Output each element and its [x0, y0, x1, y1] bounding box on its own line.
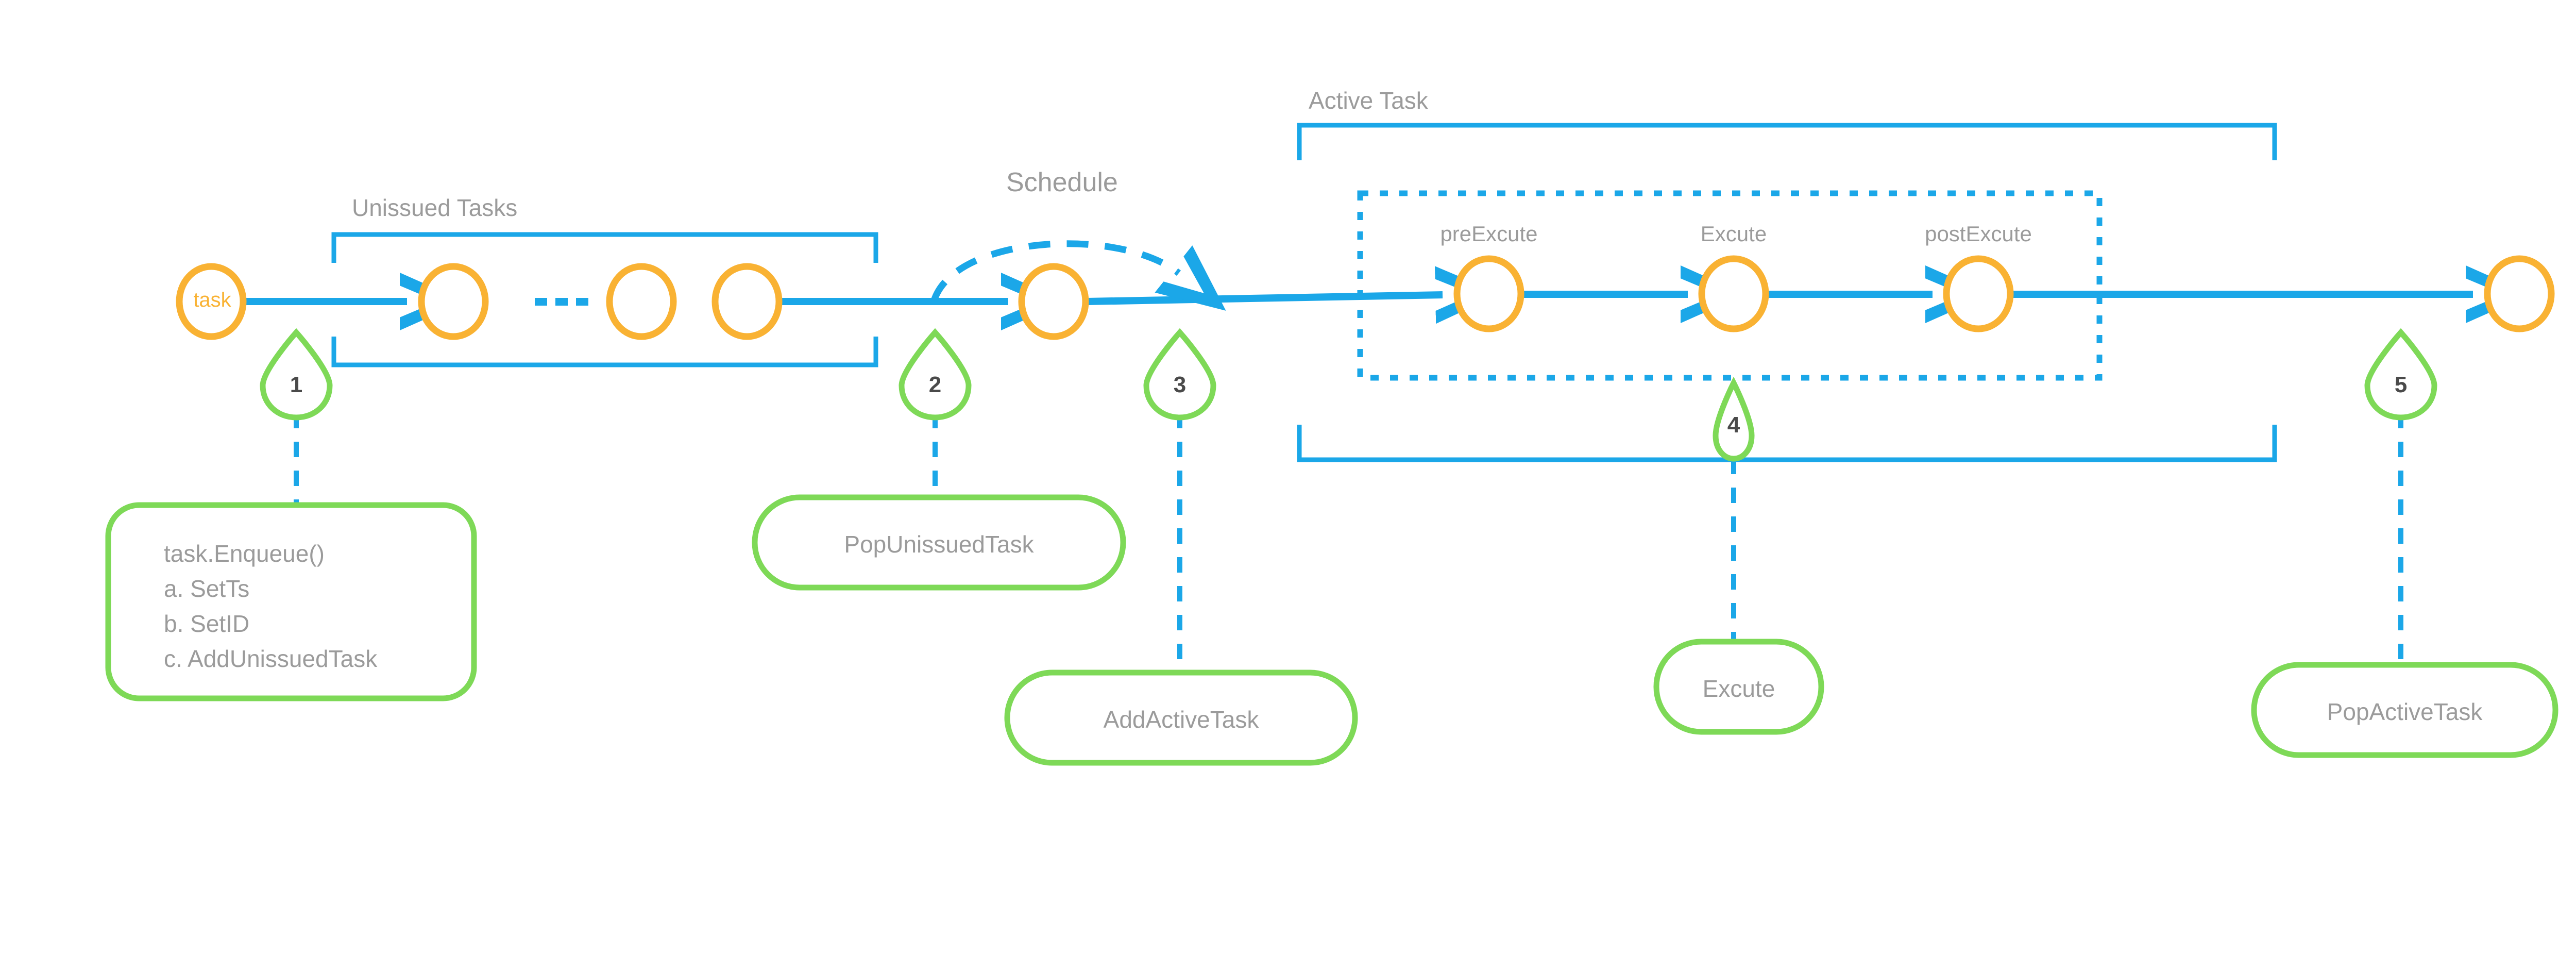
step-markers	[260, 328, 2437, 675]
callout-box-pop-active[interactable]	[2251, 662, 2558, 758]
callout-text-enqueue-line-3: c. AddUnissuedTask	[164, 645, 378, 672]
label-unissued-tasks: Unissued Tasks	[352, 194, 518, 221]
flow-schedule-to-preexcute	[1087, 266, 1500, 324]
marker-number-2: 2	[928, 372, 942, 397]
callout-text-enqueue-line-2: b. SetID	[164, 610, 250, 637]
marker-pin-3[interactable]	[1143, 328, 1216, 421]
node-task[interactable]	[176, 263, 247, 340]
node-label-pre-excute: preExcute	[1440, 222, 1538, 246]
marker-number-1: 1	[290, 372, 303, 397]
callout-boxes	[105, 494, 2558, 766]
node-unissued-1[interactable]	[418, 263, 489, 340]
node-pre-excute[interactable]	[1453, 255, 1524, 332]
marker-pin-5[interactable]	[2364, 328, 2437, 421]
unissued-tasks-bracket	[331, 232, 878, 367]
callout-box-enqueue[interactable]	[105, 502, 477, 701]
node-label-excute: Excute	[1700, 222, 1767, 246]
marker-pin-2[interactable]	[899, 328, 972, 421]
marker-number-3: 3	[1173, 372, 1187, 397]
node-excute[interactable]	[1698, 255, 1769, 332]
excute-phase-box	[1357, 190, 2103, 381]
node-done[interactable]	[2484, 255, 2555, 332]
callout-text-excute: Excute	[1702, 675, 1775, 702]
label-schedule: Schedule	[1006, 168, 1118, 197]
callout-text-pop-active: PopActiveTask	[2327, 698, 2483, 725]
active-task-bracket	[1297, 123, 2277, 462]
callout-text-enqueue-line-0: task.Enqueue()	[164, 540, 325, 567]
callout-text-pop-unissued: PopUnissuedTask	[844, 531, 1034, 558]
node-unissued-2[interactable]	[606, 263, 677, 340]
callout-text-enqueue-line-1: a. SetTs	[164, 575, 250, 602]
node-label-post-excute: postExcute	[1925, 222, 2032, 246]
marker-pin-4[interactable]	[1713, 376, 1755, 462]
flow-connectors	[246, 265, 2531, 330]
label-active-task: Active Task	[1309, 87, 1428, 114]
node-label-task: task	[193, 289, 231, 311]
callout-box-add-active[interactable]	[1004, 669, 1358, 766]
callout-box-pop-unissued[interactable]	[752, 494, 1126, 591]
node-post-excute[interactable]	[1943, 255, 2014, 332]
callout-box-excute[interactable]	[1653, 639, 1824, 735]
marker-number-5: 5	[2394, 372, 2408, 397]
schedule-arc-arrow	[930, 240, 1226, 311]
marker-number-4: 4	[1727, 412, 1740, 438]
callout-text-add-active: AddActiveTask	[1103, 706, 1259, 733]
node-schedule[interactable]	[1018, 263, 1089, 340]
node-unissued-3[interactable]	[711, 263, 783, 340]
task-nodes	[176, 255, 2555, 340]
unissued-ellipsis	[535, 298, 588, 306]
marker-pin-1[interactable]	[260, 328, 333, 421]
